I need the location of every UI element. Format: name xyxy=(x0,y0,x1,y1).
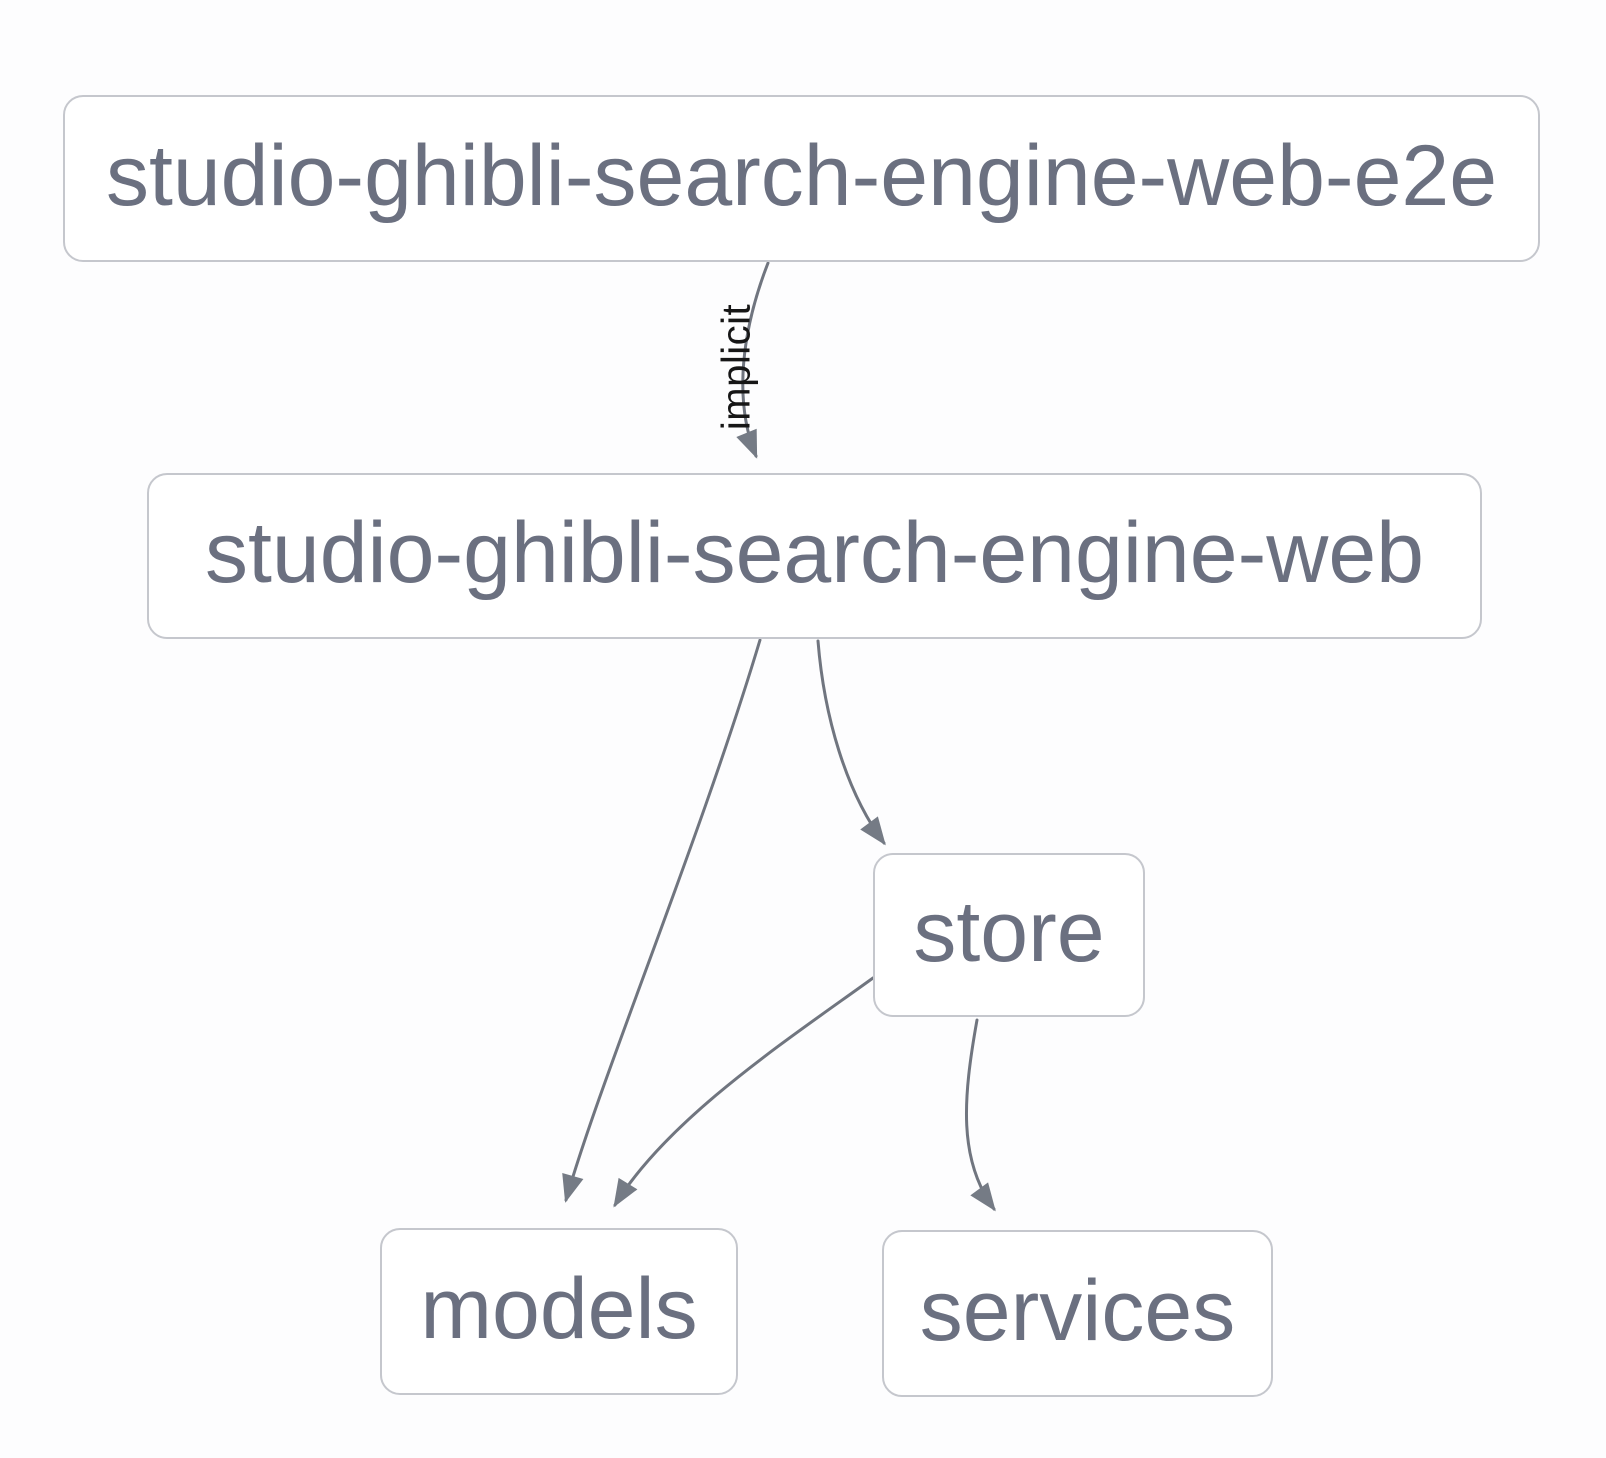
node-label: studio-ghibli-search-engine-web-e2e xyxy=(105,127,1498,224)
node-models[interactable]: models xyxy=(380,1228,738,1395)
edge-label-implicit: implicit xyxy=(714,303,759,431)
node-label: store xyxy=(913,884,1105,980)
node-studio-ghibli-search-engine-web-e2e[interactable]: studio-ghibli-search-engine-web-e2e xyxy=(63,95,1540,262)
edge-web-to-models xyxy=(562,638,762,1203)
node-label: models xyxy=(420,1260,698,1357)
edge-web-to-store xyxy=(816,639,886,846)
edge-e2e-to-web xyxy=(736,261,770,459)
node-label: services xyxy=(919,1262,1236,1359)
node-studio-ghibli-search-engine-web[interactable]: studio-ghibli-search-engine-web xyxy=(147,473,1482,639)
node-label: studio-ghibli-search-engine-web xyxy=(205,505,1424,601)
node-store[interactable]: store xyxy=(873,853,1145,1017)
edge-store-to-models xyxy=(613,976,875,1208)
edge-store-to-services xyxy=(965,1018,996,1212)
node-services[interactable]: services xyxy=(882,1230,1273,1397)
